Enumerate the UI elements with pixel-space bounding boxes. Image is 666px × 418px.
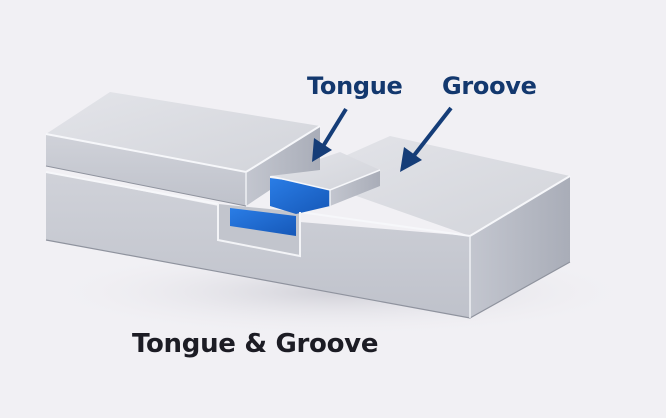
groove-arrow-icon: [400, 106, 453, 172]
tongue-side-face: [330, 170, 380, 206]
diagram-caption: Tongue & Groove: [132, 329, 379, 359]
tongue-label: Tongue: [307, 72, 403, 100]
tongue-arrow-icon: [312, 107, 348, 162]
groove-label: Groove: [442, 72, 537, 100]
upper-front-face: [46, 134, 246, 206]
upper-side-face: [246, 126, 320, 206]
upper-slab: [45, 92, 321, 207]
upper-top-surface: [46, 92, 320, 172]
groove-blue-fill: [230, 208, 296, 236]
tongue: [269, 152, 381, 206]
lower-side-face: [470, 176, 570, 318]
groove-top-surface: [300, 136, 570, 236]
